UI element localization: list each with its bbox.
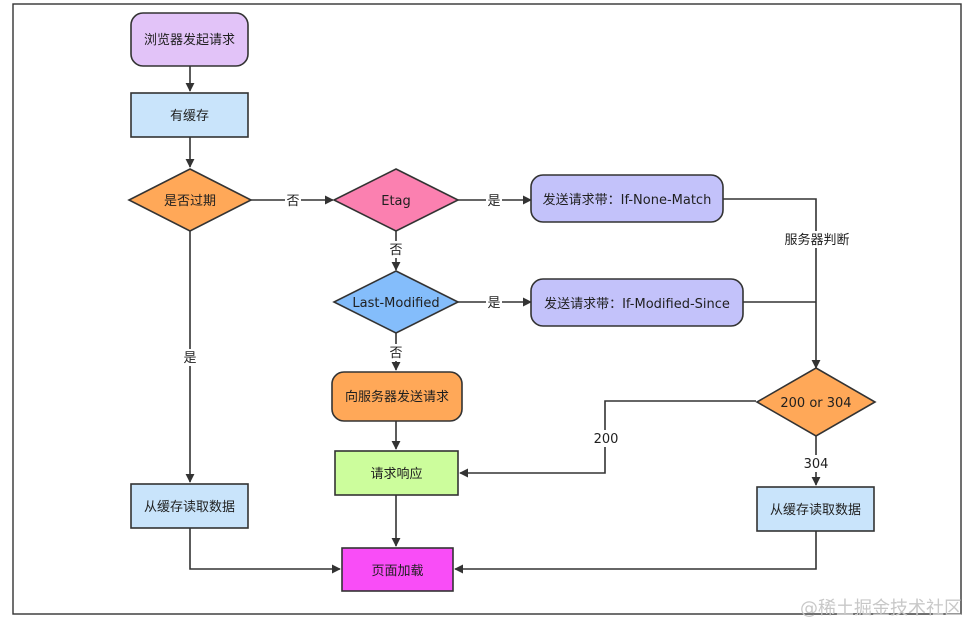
label-status-200: 200: [594, 432, 619, 447]
node-page-load-label: 页面加载: [371, 564, 423, 579]
node-read-cache-left-label: 从缓存读取数据: [144, 500, 235, 515]
node-last-modified: [332, 270, 460, 334]
node-etag: [332, 168, 460, 232]
node-start-label: 浏览器发起请求: [144, 32, 235, 48]
label-etag-yes: 是: [487, 194, 500, 209]
node-start: [130, 12, 249, 67]
node-response-label: 请求响应: [370, 466, 422, 482]
edge-read-cache-right-to-page-load: [454, 531, 817, 574]
label-expired-yes: 是: [183, 351, 196, 366]
node-page-load: [341, 547, 454, 592]
node-etag-label: Etag: [381, 194, 411, 209]
node-response: [334, 450, 459, 496]
node-has-cache: [130, 92, 249, 138]
label-server-judge: 服务器判断: [784, 232, 849, 248]
edge-read-cache-left-to-page-load: [189, 528, 341, 574]
label-status-304: 304: [804, 457, 829, 472]
node-read-cache-right-label: 从缓存读取数据: [770, 503, 861, 518]
node-send-ims-label: 发送请求带：If-Modified-Since: [544, 296, 730, 312]
node-expired: [127, 168, 253, 232]
edge-send-inm-to-status: [723, 198, 821, 369]
edges: [185, 66, 821, 574]
edge-labels: 否 是 是 否 是 否 服务器判断 200 304: [182, 192, 855, 472]
node-has-cache-label: 有缓存: [170, 109, 209, 124]
label-lm-yes: 是: [487, 296, 500, 311]
node-send-ims: [530, 278, 744, 327]
nodes: 浏览器发起请求 有缓存 是否过期 Etag 发送请求带：If-None-Matc…: [127, 12, 877, 592]
node-read-cache-right: [756, 486, 875, 532]
node-request-server: [331, 371, 463, 422]
node-expired-label: 是否过期: [164, 194, 216, 209]
watermark-text: @稀土掘金技术社区: [800, 598, 962, 619]
node-send-inm-label: 发送请求带：If-None-Match: [543, 192, 712, 208]
node-request-server-label: 向服务器发送请求: [345, 389, 449, 405]
label-etag-no: 否: [389, 243, 402, 258]
node-last-modified-label: Last-Modified: [352, 296, 439, 311]
node-status-label: 200 or 304: [780, 396, 851, 411]
label-expired-no: 否: [286, 194, 299, 209]
label-lm-no: 否: [389, 346, 402, 361]
node-read-cache-left: [130, 483, 249, 529]
node-status: [755, 367, 877, 437]
node-send-inm: [530, 174, 724, 223]
